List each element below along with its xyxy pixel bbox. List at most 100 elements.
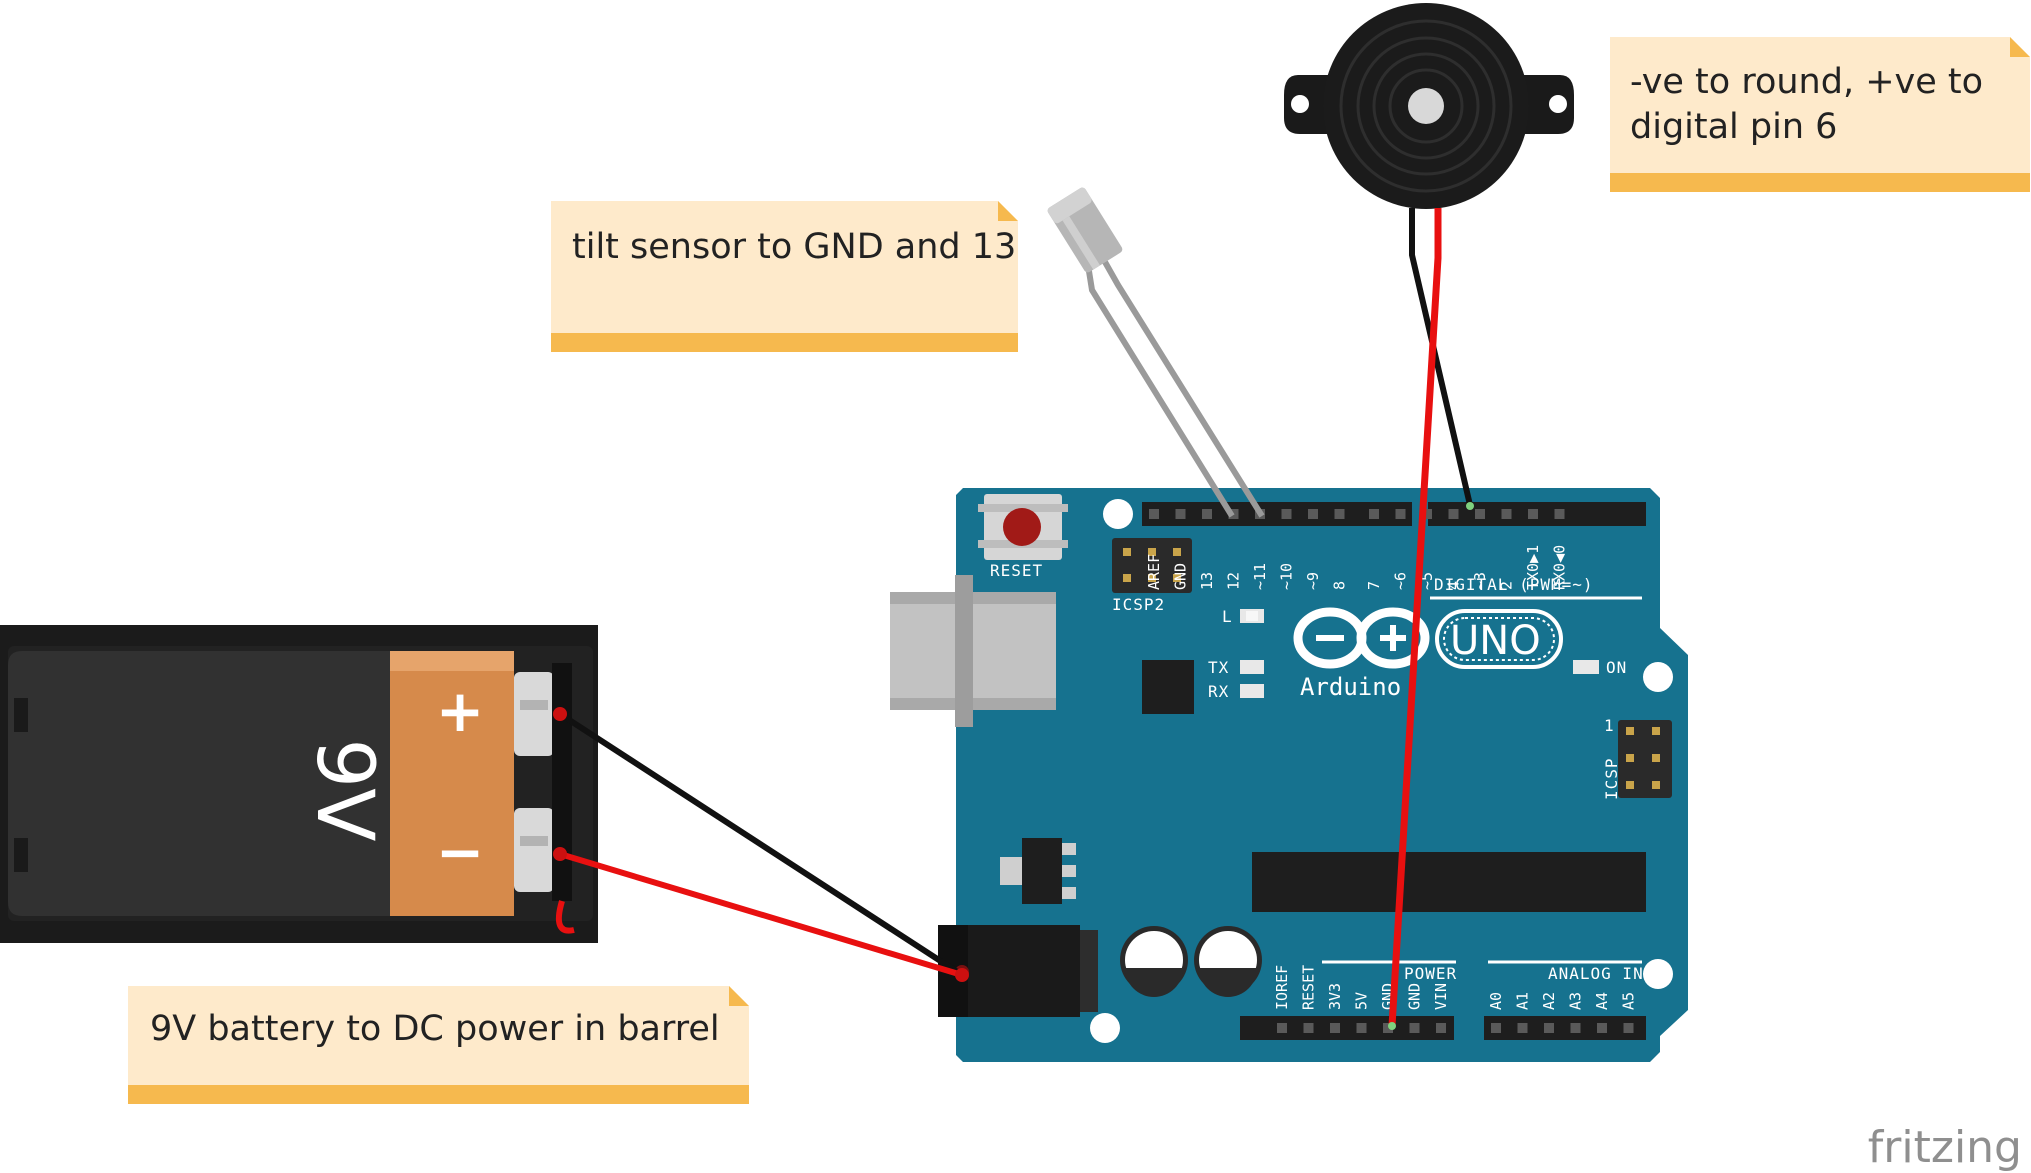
header-pin bbox=[1554, 509, 1565, 519]
icsp-label: ICSP bbox=[1602, 757, 1621, 800]
9v-battery[interactable]: + − 9V bbox=[0, 625, 598, 943]
header-pin bbox=[1175, 509, 1186, 519]
mounting-hole bbox=[1643, 959, 1673, 989]
pin-label: RESET bbox=[1300, 965, 1318, 1010]
pin-label: 7 bbox=[1365, 581, 1383, 590]
note-battery[interactable]: 9V battery to DC power in barrel bbox=[128, 986, 749, 1104]
icsp2-label: ICSP2 bbox=[1112, 595, 1165, 614]
digital-header-left bbox=[1142, 502, 1412, 526]
pin-label: AREF bbox=[1145, 554, 1163, 590]
piezo-buzzer[interactable] bbox=[1284, 3, 1574, 209]
tilt-sensor[interactable] bbox=[1046, 186, 1265, 518]
mounting-hole bbox=[1090, 1013, 1120, 1043]
digital-header-label: DIGITAL (PWM=~) bbox=[1434, 575, 1594, 594]
header-pin bbox=[1281, 509, 1292, 519]
uno-badge: UNO bbox=[1435, 609, 1563, 669]
analog-header-label: ANALOG IN bbox=[1548, 964, 1644, 983]
pin-label: A3 bbox=[1567, 992, 1585, 1010]
battery-plus-sign: + bbox=[436, 677, 485, 745]
battery-label-9v: 9V bbox=[299, 739, 389, 842]
power-pin-row bbox=[1277, 1023, 1446, 1033]
led-on-label: ON bbox=[1606, 658, 1627, 677]
pin-label: ~3 bbox=[1471, 572, 1489, 590]
header-pin bbox=[1436, 1023, 1446, 1033]
note-battery-text: 9V battery to DC power in barrel bbox=[150, 1009, 720, 1049]
analog-pin-labels: A0 A1 A2 A3 A4 A5 bbox=[1487, 992, 1638, 1010]
pin-label: 4 bbox=[1445, 581, 1463, 590]
pin-label: A5 bbox=[1620, 992, 1638, 1010]
header-pin bbox=[1149, 509, 1159, 519]
note-buzzer-text-line1: -ve to round, +ve to bbox=[1630, 62, 1983, 102]
wire-buzzer-negative[interactable] bbox=[1409, 208, 1474, 510]
led-rx-label: RX bbox=[1208, 682, 1229, 701]
reset-button[interactable] bbox=[978, 494, 1068, 560]
power-header bbox=[1240, 1016, 1454, 1040]
pin-label: ~6 bbox=[1392, 572, 1410, 590]
pin-label: 8 bbox=[1331, 581, 1349, 590]
battery-terminal-negative bbox=[514, 808, 554, 892]
analog-header bbox=[1484, 1016, 1646, 1040]
icsp-header bbox=[1618, 720, 1672, 798]
header-pin bbox=[1303, 1023, 1314, 1033]
header-pin bbox=[1623, 1023, 1634, 1033]
led-tx-label: TX bbox=[1208, 658, 1229, 677]
pin-label: A4 bbox=[1593, 992, 1611, 1010]
header-pin bbox=[1491, 1023, 1501, 1033]
note-buzzer[interactable]: -ve to round, +ve to digital pin 6 bbox=[1610, 37, 2030, 192]
uno-text: UNO bbox=[1450, 618, 1541, 664]
pin-label: ~11 bbox=[1251, 563, 1269, 590]
pin-label: 3V3 bbox=[1326, 983, 1344, 1010]
pin-label: A1 bbox=[1514, 992, 1532, 1010]
fritzing-brand: fritzing bbox=[1868, 1122, 2022, 1173]
arduino-text: Arduino bbox=[1300, 673, 1401, 701]
led-l bbox=[1240, 609, 1264, 623]
header-pin bbox=[1544, 1023, 1554, 1033]
header-pin bbox=[1501, 509, 1512, 519]
pin-label: A0 bbox=[1487, 992, 1505, 1010]
reset-label: RESET bbox=[990, 561, 1043, 580]
icsp2-header bbox=[1112, 538, 1192, 593]
pin-label: A2 bbox=[1540, 992, 1558, 1010]
header-pin bbox=[1448, 509, 1459, 519]
wire-buzzer-positive[interactable] bbox=[1388, 208, 1442, 1030]
capacitor bbox=[1194, 926, 1262, 997]
header-pin bbox=[1422, 509, 1432, 519]
chip-usb-controller bbox=[1142, 660, 1194, 714]
pin-label: GND bbox=[1172, 563, 1190, 590]
note-tilt-sensor[interactable]: tilt sensor to GND and 13 bbox=[551, 201, 1018, 352]
header-pin bbox=[1202, 509, 1212, 519]
icsp-pin1-label: 1 bbox=[1604, 716, 1615, 735]
pin-label: ~10 bbox=[1278, 563, 1296, 590]
note-buzzer-text-line2: digital pin 6 bbox=[1630, 107, 1837, 147]
led-on bbox=[1573, 660, 1599, 674]
header-pin bbox=[1475, 509, 1485, 519]
mounting-hole bbox=[1103, 499, 1133, 529]
header-pin bbox=[1277, 1023, 1287, 1033]
pin-label: 13 bbox=[1198, 572, 1216, 590]
power-header-label: POWER bbox=[1404, 964, 1457, 983]
voltage-regulator bbox=[1000, 838, 1076, 904]
pin-label: 2 bbox=[1498, 581, 1516, 590]
led-tx bbox=[1240, 660, 1264, 674]
header-pin bbox=[1330, 1023, 1340, 1033]
pin-label: 12 bbox=[1225, 572, 1243, 590]
pin-label: RX0◀0 bbox=[1551, 545, 1569, 590]
header-pin bbox=[1369, 509, 1379, 519]
pin-label: ~9 bbox=[1304, 572, 1322, 590]
pin-label: ~5 bbox=[1418, 572, 1436, 590]
header-pin bbox=[1356, 1023, 1367, 1033]
wire-battery-positive[interactable] bbox=[553, 707, 964, 978]
note-tilt-text: tilt sensor to GND and 13 bbox=[572, 227, 1016, 267]
battery-terminal-positive bbox=[514, 672, 554, 756]
header-pin bbox=[1570, 1023, 1581, 1033]
pin-label: GND bbox=[1406, 983, 1424, 1010]
usb-connector bbox=[890, 575, 1056, 727]
header-pin bbox=[1395, 509, 1406, 519]
wire-battery-negative[interactable] bbox=[553, 847, 969, 982]
chip-atmega328 bbox=[1252, 852, 1646, 912]
header-pin bbox=[1517, 1023, 1528, 1033]
